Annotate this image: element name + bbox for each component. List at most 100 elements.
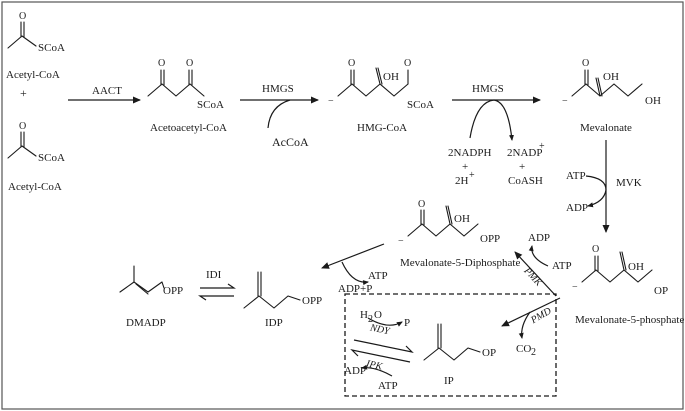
m5p-label: Mevalonate-5-phosphate xyxy=(575,314,684,326)
enzyme-aact: AACT xyxy=(92,85,122,97)
cofactor-nadph: 2NADPH xyxy=(448,147,491,159)
m5p-wedge xyxy=(619,251,627,271)
m5p-o: O xyxy=(592,244,599,255)
mev-o: O xyxy=(582,58,589,69)
pmd-arrow xyxy=(501,297,561,327)
hmg-wedge xyxy=(375,67,383,85)
dmadp-structure: OPP DMADP xyxy=(119,265,183,329)
mev-wedge xyxy=(595,77,603,97)
m5dp-wedge xyxy=(445,205,453,225)
co2-curve xyxy=(518,311,531,339)
ndy-cofactor-curve xyxy=(367,317,403,327)
mevalonate-structure: O − OH OH Mevalonate xyxy=(562,58,661,134)
enzyme-ndy: NDY xyxy=(368,322,392,337)
hmg-coa-label: HMG-CoA xyxy=(357,122,407,134)
idp-group: OPP xyxy=(302,295,322,307)
ndy-ipk-equilibrium xyxy=(350,339,414,363)
enzyme-hmgs-2: HMGS xyxy=(472,83,504,95)
m5dp-charge: − xyxy=(398,236,404,247)
ip-structure: OP IP xyxy=(423,323,496,387)
cofactor-coash: CoASH xyxy=(508,175,543,187)
acetyl-coa-2-group: SCoA xyxy=(38,152,65,164)
cofactor-accoa: AcCoA xyxy=(272,135,309,149)
dmadp-label: DMADP xyxy=(126,317,166,329)
m5p-oh: OH xyxy=(628,261,644,273)
pmk-adp: ADP xyxy=(528,232,550,244)
acetoacetyl-o2: O xyxy=(186,58,193,69)
mevalonate-5-phosphate-structure: O − OH OP Mevalonate-5-phosphate xyxy=(572,244,684,326)
acetyl-coa-1-structure: O SCoA Acetyl-CoA xyxy=(6,11,65,81)
enzyme-idi: IDI xyxy=(206,269,222,281)
h2o-sub: 2 xyxy=(368,314,373,325)
hmg-o2: O xyxy=(404,58,411,69)
cofactor-h-sup: + xyxy=(469,170,475,181)
mev-oh-1: OH xyxy=(603,71,619,83)
acetoacetyl-o1: O xyxy=(158,58,165,69)
plus-sign-main: + xyxy=(20,86,27,100)
ipk-atp: ATP xyxy=(378,380,398,392)
ipk-adp: ADP xyxy=(344,365,366,377)
hmg-charge: − xyxy=(328,96,334,107)
hmg-coa-structure: O − OH O SCoA HMG-CoA xyxy=(328,58,434,134)
mvk-adp: ADP xyxy=(566,202,588,214)
ndy-p: P xyxy=(404,317,410,329)
ip-label: IP xyxy=(444,375,454,387)
mvk-cofactor-curve xyxy=(585,175,607,208)
enzyme-pmk: PMK xyxy=(521,265,545,290)
acetyl-coa-2-structure: O SCoA Acetyl-CoA xyxy=(7,121,65,193)
ip-group: OP xyxy=(482,347,496,359)
acetyl-coa-1-label: Acetyl-CoA xyxy=(6,69,60,81)
co2-sub: 2 xyxy=(531,347,536,358)
enzyme-hmgs-1: HMGS xyxy=(262,83,294,95)
pmk-cofactor-curve xyxy=(528,245,549,267)
acetyl-coa-2-o: O xyxy=(19,121,26,132)
m5p-group: OP xyxy=(654,285,668,297)
ip-route-dashed-box xyxy=(344,293,557,397)
idi-equilibrium xyxy=(198,283,236,301)
m5dp-label: Mevalonate-5-Diphosphate xyxy=(400,257,520,269)
h2o-o: O xyxy=(374,309,382,321)
idp-structure: OPP IDP xyxy=(243,271,322,329)
acetyl-coa-1-group: SCoA xyxy=(38,42,65,54)
pmk-arrow xyxy=(514,251,557,297)
decarboxylation-arrow xyxy=(321,243,385,269)
m5dp-o: O xyxy=(418,199,425,210)
acetoacetyl-coa-structure: O O SCoA Acetoacetyl-CoA xyxy=(147,58,227,134)
mev-charge: − xyxy=(562,96,568,107)
dmadp-group: OPP xyxy=(163,285,183,297)
ipk-cofactor-curve xyxy=(361,364,393,377)
mevalonate-label: Mevalonate xyxy=(580,122,632,134)
enzyme-mvk: MVK xyxy=(616,177,642,189)
decarb-atp: ATP xyxy=(368,270,388,282)
cofactor-nadp: 2NADP xyxy=(507,147,542,159)
cofactor-plus-1: + xyxy=(462,161,468,173)
decarb-cofactor-curve xyxy=(341,261,369,286)
cofactor-h: 2H xyxy=(455,175,469,187)
hmg-coa-group: SCoA xyxy=(407,99,434,111)
cofactor-nadp-sup: + xyxy=(539,141,545,152)
acetoacetyl-coa-label: Acetoacetyl-CoA xyxy=(150,122,227,134)
idp-label: IDP xyxy=(265,317,283,329)
acetoacetyl-coa-group: SCoA xyxy=(197,99,224,111)
hmg-oh: OH xyxy=(383,71,399,83)
enzyme-pmd: PMD xyxy=(528,305,554,326)
enzyme-ipk: IPK xyxy=(364,358,384,373)
mevalonate-5-diphosphate-structure: O − OH OPP Mevalonate-5-Diphosphate xyxy=(398,199,520,269)
acetyl-coa-2-label: Acetyl-CoA xyxy=(8,181,62,193)
decarb-adpp: ADP+P xyxy=(338,283,372,295)
m5p-charge: − xyxy=(572,282,578,293)
mev-oh-2: OH xyxy=(645,95,661,107)
nadph-curve xyxy=(469,99,514,141)
m5dp-oh: OH xyxy=(454,213,470,225)
pmk-atp: ATP xyxy=(552,260,572,272)
accoa-curve xyxy=(267,99,291,129)
mvk-atp: ATP xyxy=(566,170,586,182)
co2: CO xyxy=(516,343,531,355)
acetyl-coa-1-o: O xyxy=(19,11,26,22)
cofactor-plus-2: + xyxy=(519,161,525,173)
h2o-h: H xyxy=(360,309,368,321)
m5dp-group: OPP xyxy=(480,233,500,245)
